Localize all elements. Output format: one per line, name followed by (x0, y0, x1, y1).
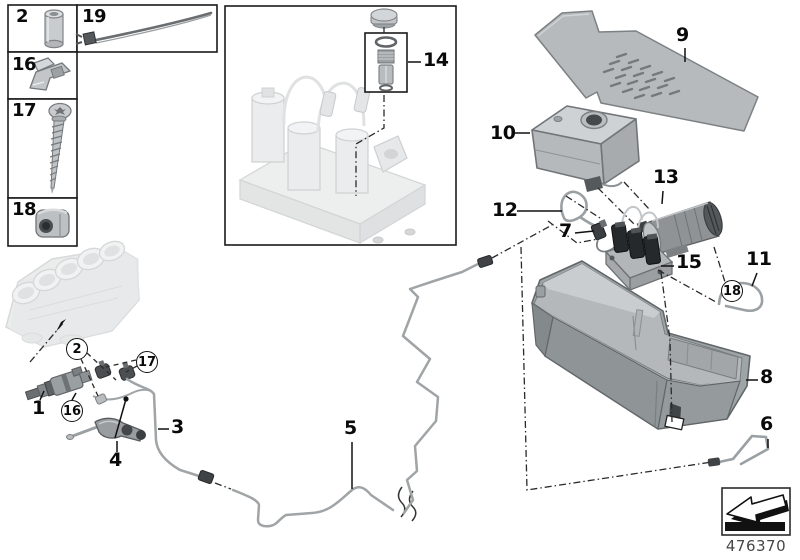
clip-point-dot (123, 396, 129, 402)
callout-10[interactable]: 10 (490, 122, 516, 144)
bracket-part4[interactable] (66, 417, 147, 442)
injector-part1[interactable] (23, 365, 93, 405)
legend-number-17[interactable]: 17 (12, 100, 37, 121)
callout-12[interactable]: 12 (492, 199, 518, 221)
hose-break-marks (397, 486, 417, 522)
callout-4[interactable]: 4 (109, 449, 122, 471)
callout-5[interactable]: 5 (344, 417, 357, 439)
hose-part5[interactable] (401, 255, 494, 515)
circled-callout-18[interactable]: 18 (721, 280, 743, 302)
callout-13[interactable]: 13 (653, 166, 679, 188)
sleeve-in-place (94, 393, 108, 405)
vent-slots (602, 52, 681, 100)
callout-7[interactable]: 7 (559, 220, 572, 242)
retaining-clip-icon[interactable] (29, 57, 71, 91)
circled-callout-17[interactable]: 17 (136, 351, 158, 373)
legend-number-19[interactable]: 19 (82, 6, 107, 27)
fluid-tank-part10[interactable] (531, 105, 640, 192)
pipe-part3[interactable] (125, 377, 215, 485)
filter-detail-part14[interactable] (364, 32, 408, 93)
legend-table (7, 4, 218, 247)
callout-1[interactable]: 1 (32, 397, 45, 419)
hose-lower-run[interactable] (231, 486, 395, 528)
filler-cap[interactable] (370, 8, 398, 29)
manifold-arrowhead (56, 319, 66, 332)
leader-lines (39, 48, 769, 489)
callout-8[interactable]: 8 (760, 366, 773, 388)
callout-9[interactable]: 9 (676, 24, 689, 46)
circled-ref-lines (80, 352, 138, 397)
legend-number-2[interactable]: 2 (16, 6, 29, 27)
direction-arrow-badge (721, 487, 791, 536)
callout-6[interactable]: 6 (760, 413, 773, 435)
screw-icon[interactable] (48, 102, 72, 195)
hose-part6[interactable] (707, 434, 770, 467)
diagram-part-number: 476370 (725, 537, 787, 555)
spacer-sleeve-icon[interactable] (44, 9, 64, 49)
metering-module-ghost (238, 75, 427, 245)
circled-callout-16[interactable]: 16 (61, 400, 83, 422)
legend-number-18[interactable]: 18 (12, 199, 37, 220)
clamp-icon[interactable] (35, 208, 70, 238)
circled-callout-2[interactable]: 2 (66, 338, 88, 360)
legend-number-16[interactable]: 16 (12, 54, 37, 75)
valve-block-part15[interactable] (604, 206, 674, 292)
storage-tray-part8[interactable] (531, 260, 751, 431)
callout-11[interactable]: 11 (746, 248, 772, 270)
cover-plate-part9[interactable] (534, 10, 759, 132)
callout-15[interactable]: 15 (676, 251, 702, 273)
callout-14[interactable]: 14 (423, 49, 449, 71)
cable-strap-icon[interactable] (75, 11, 213, 46)
callout-3[interactable]: 3 (171, 416, 184, 438)
intake-manifold-ghost (5, 240, 140, 348)
grommet-icons[interactable] (94, 360, 136, 381)
